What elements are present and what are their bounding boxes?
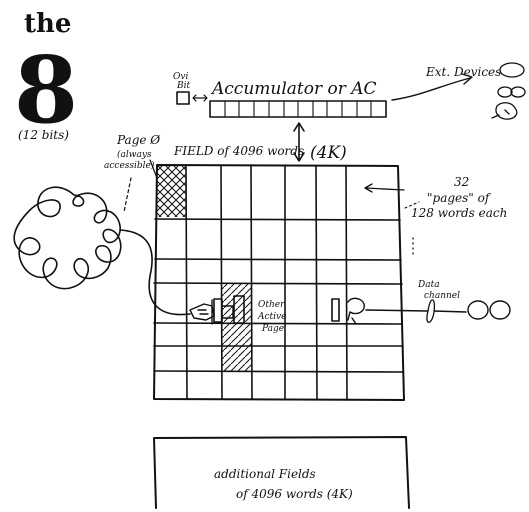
title-word: the: [24, 9, 71, 39]
page-zero-line1: Page Ø: [116, 133, 161, 147]
program-counter-hand: [189, 295, 245, 325]
page-zero-line2: (always: [117, 149, 152, 160]
title-numeral: 8: [14, 36, 78, 144]
page-zero-line3: accessible): [104, 160, 155, 171]
data-channel: Data channel: [331, 280, 511, 325]
accumulator-label: Accumulator or AC: [210, 79, 377, 99]
active-page-line2: Active: [257, 312, 286, 322]
additional-fields-line2: of 4096 words (4K): [236, 487, 353, 501]
title-subtitle: (12 bits): [18, 128, 69, 142]
title-block: the 8 (12 bits): [14, 9, 78, 144]
link-bit: Ovi Bit: [173, 72, 208, 105]
device-doodles: [491, 62, 526, 120]
active-page-note: Other Active Page: [257, 300, 286, 334]
page-zero-cell: [157, 165, 186, 217]
ext-devices-label: Ext. Devices: [425, 65, 501, 79]
ext-devices-link: Ext. Devices: [391, 65, 501, 101]
pages-note: 32 "pages" of 128 words each: [364, 175, 507, 257]
pages-line3: 128 words each: [411, 206, 507, 220]
link-bit-label-1: Ovi: [173, 72, 188, 82]
program-thread: [13, 186, 191, 316]
pages-count: 32: [454, 175, 469, 189]
pages-line2: "pages" of: [427, 191, 492, 205]
field-size: (4K): [310, 143, 347, 163]
active-page-line1: Other: [258, 300, 285, 310]
page-zero-note: Page Ø (always accessible): [104, 133, 161, 213]
data-channel-line2: channel: [424, 291, 460, 301]
data-channel-line1: Data: [417, 280, 440, 290]
ac-field-arrow: [293, 122, 305, 162]
accumulator-register: Accumulator or AC: [209, 79, 387, 118]
field-label: FIELD of 4096 words: [173, 144, 304, 158]
link-bit-label-2: Bit: [176, 81, 190, 91]
additional-fields-line1: additional Fields: [214, 467, 316, 481]
active-page-cell: [221, 283, 251, 371]
additional-fields: additional Fields of 4096 words (4K): [153, 436, 410, 509]
memory-field-grid: [153, 164, 405, 401]
active-page-line3: Page: [261, 324, 284, 334]
